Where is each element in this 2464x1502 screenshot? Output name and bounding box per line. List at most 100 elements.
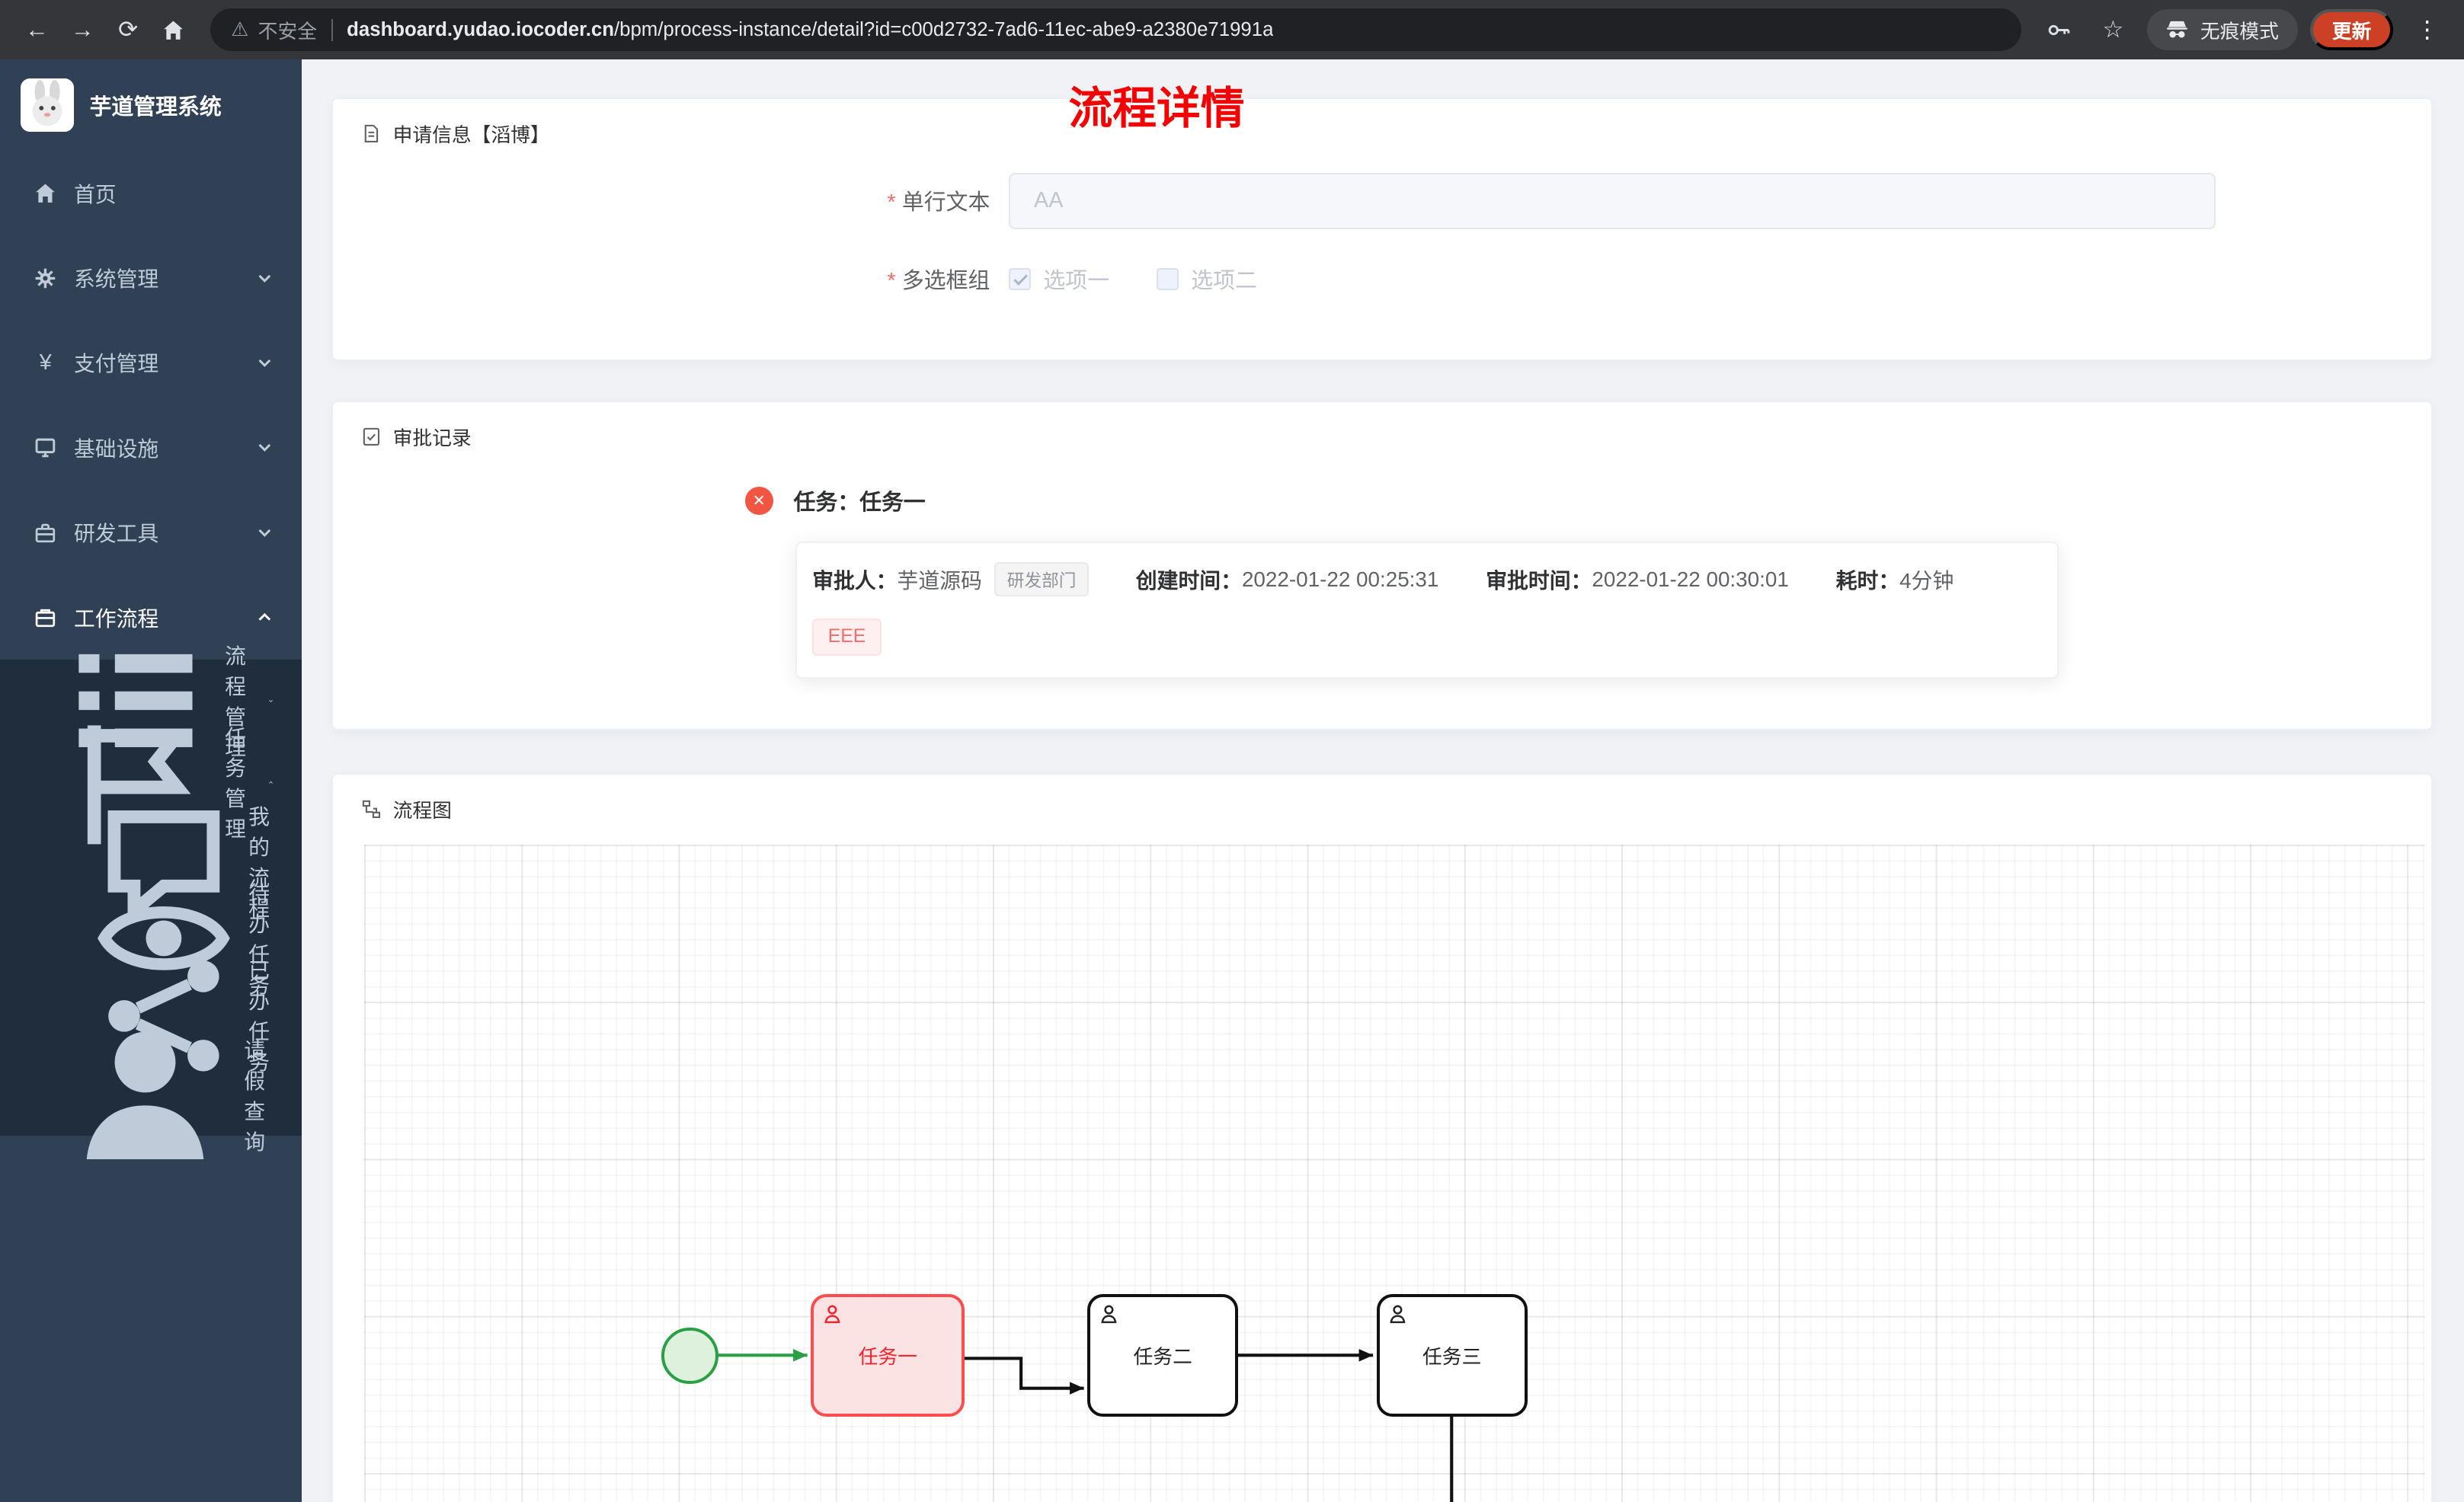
checkbox-option-2: 选项二 [1156, 264, 1257, 295]
diagram-card-title: 流程图 [392, 800, 452, 822]
required-mark: * [887, 269, 896, 294]
chevron-down-icon [258, 444, 271, 452]
yen-icon: ¥ [39, 350, 52, 375]
url-bar[interactable]: ⚠ 不安全 dashboard.yudao.iocoder.cn/bpm/pro… [210, 8, 2021, 52]
task-node-label: 任务一 [858, 1347, 917, 1369]
diagram-icon [361, 799, 382, 820]
timeline-row: ✕ 任务：任务一 [744, 485, 2431, 516]
sidebar-item-done-tasks[interactable]: 已办任务 [0, 959, 302, 1074]
sidebar-item-devtools[interactable]: 研发工具 [0, 491, 302, 575]
diagram-card-header: 流程图 [333, 775, 2431, 832]
text-field-label: *单行文本 [887, 190, 990, 216]
chevron-up-icon [258, 613, 271, 622]
approval-card-header: 审批记录 [333, 402, 2431, 460]
task-node-2[interactable]: 任务二 [1087, 1294, 1239, 1417]
incognito-icon [2167, 21, 2188, 38]
share-nodes-icon [94, 947, 233, 1085]
update-button[interactable]: 更新 [2310, 9, 2394, 50]
user-task-icon [824, 1305, 840, 1323]
sidebar-item-label: 工作流程 [73, 606, 159, 631]
checkbox-option-label: 选项二 [1191, 269, 1257, 294]
checkbox-field-row: *多选框组 选项一 选项二 [333, 264, 2431, 295]
app-logo [20, 78, 74, 133]
approved-value: 2022-01-22 00:30:01 [1592, 567, 1789, 591]
browser-menu-icon[interactable]: ⋮ [2406, 8, 2449, 51]
chevron-down-icon [268, 699, 273, 702]
single-line-text-input [1009, 172, 2216, 229]
security-indicator[interactable]: ⚠ 不安全 [231, 16, 317, 44]
sidebar-item-my-processes[interactable]: 我的流程 [0, 805, 302, 925]
duration-value: 4分钟 [1899, 568, 1954, 593]
user-task-icon [1390, 1305, 1406, 1323]
checkbox-field-label: *多选框组 [887, 269, 990, 294]
app-logo-bar: 芋道管理系统 [0, 59, 302, 151]
reload-icon[interactable]: ⟳ [107, 8, 149, 51]
sidebar: 芋道管理系统 首页 系统管理 ¥ 支付管理 基础设施 研发工具 [0, 59, 302, 1502]
sidebar-item-payment[interactable]: ¥ 支付管理 [0, 321, 302, 405]
sidebar-item-label: 首页 [73, 182, 117, 206]
page-title: 流程详情 [1068, 84, 1245, 133]
monitor-icon [34, 436, 56, 459]
document-icon [361, 123, 382, 144]
person-icon [63, 1013, 227, 1177]
url-text: dashboard.yudao.iocoder.cn/bpm/process-i… [347, 19, 1273, 41]
apply-card-header: 申请信息【滔博】 [333, 99, 2431, 157]
workflow-submenu: 流程管理 任务管理 我的流程 待办任务 已办任务 [0, 644, 302, 1160]
flag-icon [63, 710, 208, 855]
forward-icon[interactable]: → [61, 8, 104, 51]
browser-toolbar: ← → ⟳ ⚠ 不安全 dashboard.yudao.iocoder.cn/b… [0, 0, 2464, 60]
text-field-row: *单行文本 [333, 172, 2431, 229]
rejected-status-icon: ✕ [744, 487, 773, 516]
sequence-flows [718, 1349, 1454, 1502]
approval-info-row: 审批人： 芋道源码 研发部门 创建时间： 2022-01-22 00:25:31… [812, 561, 2041, 597]
sidebar-item-home[interactable]: 首页 [0, 151, 302, 235]
app-title: 芋道管理系统 [89, 94, 222, 120]
toolbox-icon [34, 522, 56, 544]
back-icon[interactable]: ← [16, 8, 59, 51]
task-node-1[interactable]: 任务一 [811, 1294, 965, 1417]
department-tag: 研发部门 [994, 561, 1089, 597]
record-icon [361, 427, 382, 447]
home-icon [34, 182, 56, 204]
task-node-3[interactable]: 任务三 [1376, 1294, 1528, 1417]
checkbox-group: 选项一 选项二 [1009, 264, 1257, 295]
chevron-down-icon [258, 529, 271, 537]
sidebar-item-process-management[interactable]: 流程管理 [0, 644, 302, 759]
incognito-label: 无痕模式 [2200, 21, 2279, 43]
url-path: /bpm/process-instance/detail?id=c00d2732… [613, 18, 1274, 40]
sidebar-item-label: 系统管理 [73, 267, 159, 292]
apply-card-title: 申请信息【滔博】 [392, 124, 550, 146]
created-value: 2022-01-22 00:25:31 [1241, 567, 1439, 591]
sidebar-item-label: 任务管理 [225, 726, 246, 842]
bpmn-canvas[interactable]: 任务一 任务二 任务三 [364, 845, 2425, 1502]
sidebar-item-leave-query[interactable]: 请假查询 [0, 1031, 302, 1160]
chevron-up-icon [268, 781, 273, 784]
user-task-icon [1100, 1305, 1116, 1323]
sidebar-item-infrastructure[interactable]: 基础设施 [0, 405, 302, 490]
process-diagram-card: 流程图 任务一 [331, 772, 2433, 1502]
bookmark-star-icon[interactable]: ☆ [2092, 8, 2135, 51]
apply-info-card: 申请信息【滔博】 *单行文本 *多选框组 选项一 选项二 [331, 97, 2433, 362]
approval-detail-panel: 审批人： 芋道源码 研发部门 创建时间： 2022-01-22 00:25:31… [795, 542, 2059, 679]
sidebar-item-system[interactable]: 系统管理 [0, 235, 302, 320]
chevron-down-icon [258, 274, 271, 283]
key-icon[interactable] [2037, 8, 2079, 51]
chevron-down-icon [258, 359, 271, 367]
main-content: 流程详情 申请信息【滔博】 *单行文本 *多选框组 选项一 选项二 [302, 59, 2464, 1502]
home-icon[interactable] [152, 8, 195, 51]
sidebar-item-label: 研发工具 [73, 522, 159, 546]
security-label: 不安全 [258, 21, 317, 43]
url-host: dashboard.yudao.iocoder.cn [347, 18, 614, 40]
sidebar-item-pending-tasks[interactable]: 待办任务 [0, 882, 302, 997]
incognito-badge: 无痕模式 [2146, 9, 2298, 50]
chat-icon [94, 792, 233, 931]
sidebar-item-workflow[interactable]: 工作流程 [0, 575, 302, 660]
sidebar-item-task-management[interactable]: 任务管理 [0, 725, 302, 845]
checkbox-option-1: 选项一 [1009, 264, 1109, 295]
gear-icon [34, 267, 56, 289]
approval-card-title: 审批记录 [392, 427, 472, 449]
task-node-label: 任务三 [1422, 1347, 1482, 1369]
start-event-node[interactable] [661, 1327, 718, 1384]
checkbox-checked-icon [1009, 268, 1031, 291]
sidebar-item-label: 流程管理 [225, 644, 246, 759]
